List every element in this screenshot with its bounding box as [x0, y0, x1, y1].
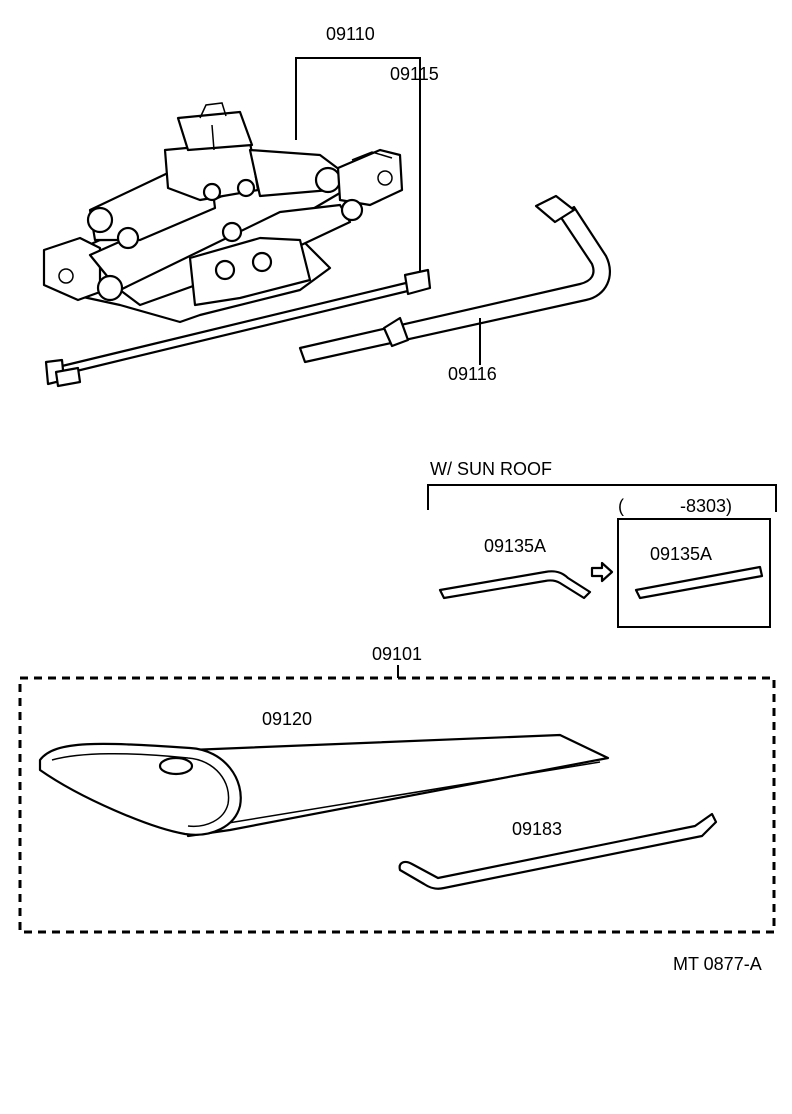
right-arrow-icon — [590, 561, 614, 583]
range-open-paren: ( — [618, 496, 624, 516]
jack-handle-drawing — [44, 268, 432, 388]
diagram-code: MT 0877-A — [673, 954, 762, 974]
label-09115: 09115 — [390, 64, 439, 84]
tool-bag-drawing — [38, 733, 610, 838]
label-09120: 09120 — [262, 709, 312, 729]
label-09183: 09183 — [512, 819, 562, 839]
sunroof-bracket — [427, 484, 777, 512]
range-end-label: -8303) — [680, 496, 732, 516]
screwdriver-drawing — [398, 812, 718, 890]
sunroof-handle-right-drawing — [634, 565, 764, 600]
sunroof-title: W/ SUN ROOF — [430, 459, 552, 479]
sunroof-handle-left-drawing — [438, 570, 592, 600]
wheel-wrench-drawing — [298, 194, 611, 364]
label-09135a-right: 09135A — [650, 544, 712, 564]
label-09135a-left: 09135A — [484, 536, 546, 556]
jack-assembly-drawing — [42, 102, 404, 324]
label-09101: 09101 — [372, 644, 422, 664]
label-09116: 09116 — [448, 364, 497, 384]
label-09110: 09110 — [326, 24, 375, 44]
jack-leader-lines — [295, 57, 481, 365]
sunroof-inset-box — [617, 518, 771, 628]
